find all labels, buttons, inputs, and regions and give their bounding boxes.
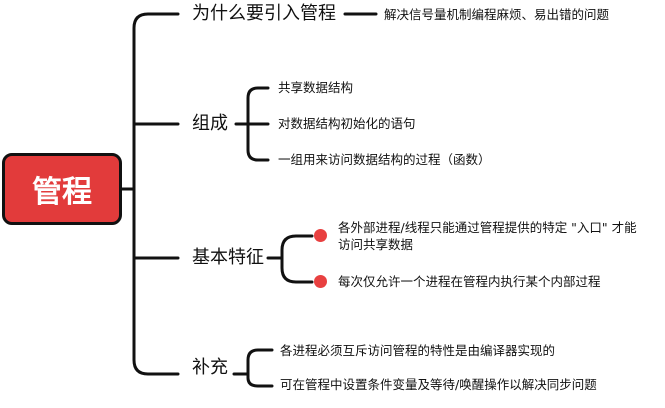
branch-label: 组成 bbox=[192, 113, 228, 134]
branch-features[interactable]: 基本特征 bbox=[192, 247, 264, 269]
leaf-single-process[interactable]: 每次仅允许一个进程在管程内执行某个内部过程 bbox=[338, 273, 601, 290]
branch-label: 补充 bbox=[192, 357, 228, 378]
leaf-label: 对数据结构初始化的语句 bbox=[278, 116, 416, 131]
branch-label: 为什么要引入管程 bbox=[192, 3, 336, 24]
leaf-label: 各进程必须互斥访问管程的特性是由编译器实现的 bbox=[280, 343, 556, 358]
root-label: 管程 bbox=[32, 175, 92, 210]
leaf-label: 每次仅允许一个进程在管程内执行某个内部过程 bbox=[338, 274, 601, 289]
branch-supplement[interactable]: 补充 bbox=[192, 357, 228, 379]
bullet-dot-icon bbox=[314, 275, 327, 288]
leaf-label: 解决信号量机制编程麻烦、易出错的问题 bbox=[384, 7, 610, 22]
spine-branch-4 bbox=[246, 348, 274, 388]
trunk-spine bbox=[132, 12, 180, 376]
leaf-compiler-mutex[interactable]: 各进程必须互斥访问管程的特性是由编译器实现的 bbox=[280, 342, 555, 359]
branch-label: 基本特征 bbox=[192, 247, 264, 268]
branch-why-monitor[interactable]: 为什么要引入管程 bbox=[192, 3, 336, 25]
leaf-label: 一组用来访问数据结构的过程（函数） bbox=[278, 152, 491, 167]
leaf-label: 各外部进程/线程只能通过管程提供的特定 "入口" 才能访问共享数据 bbox=[338, 220, 637, 252]
leaf-access-procedures[interactable]: 一组用来访问数据结构的过程（函数） bbox=[278, 151, 491, 168]
root-node[interactable]: 管程 bbox=[2, 153, 122, 225]
leaf-label: 可在管程中设置条件变量及等待/唤醒操作以解决同步问题 bbox=[280, 377, 597, 392]
spine-branch-2 bbox=[246, 86, 270, 162]
bullet-dot-icon bbox=[314, 229, 327, 242]
leaf-why-monitor-reason[interactable]: 解决信号量机制编程麻烦、易出错的问题 bbox=[384, 6, 609, 23]
leaf-shared-data[interactable]: 共享数据结构 bbox=[278, 79, 353, 96]
branch-composition[interactable]: 组成 bbox=[192, 113, 228, 135]
leaf-label: 共享数据结构 bbox=[278, 80, 354, 95]
leaf-init-statement[interactable]: 对数据结构初始化的语句 bbox=[278, 115, 416, 132]
spine-branch-3 bbox=[280, 234, 314, 284]
leaf-entry-access[interactable]: 各外部进程/线程只能通过管程提供的特定 "入口" 才能访问共享数据 bbox=[338, 219, 638, 253]
leaf-condition-variables[interactable]: 可在管程中设置条件变量及等待/唤醒操作以解决同步问题 bbox=[280, 376, 597, 393]
